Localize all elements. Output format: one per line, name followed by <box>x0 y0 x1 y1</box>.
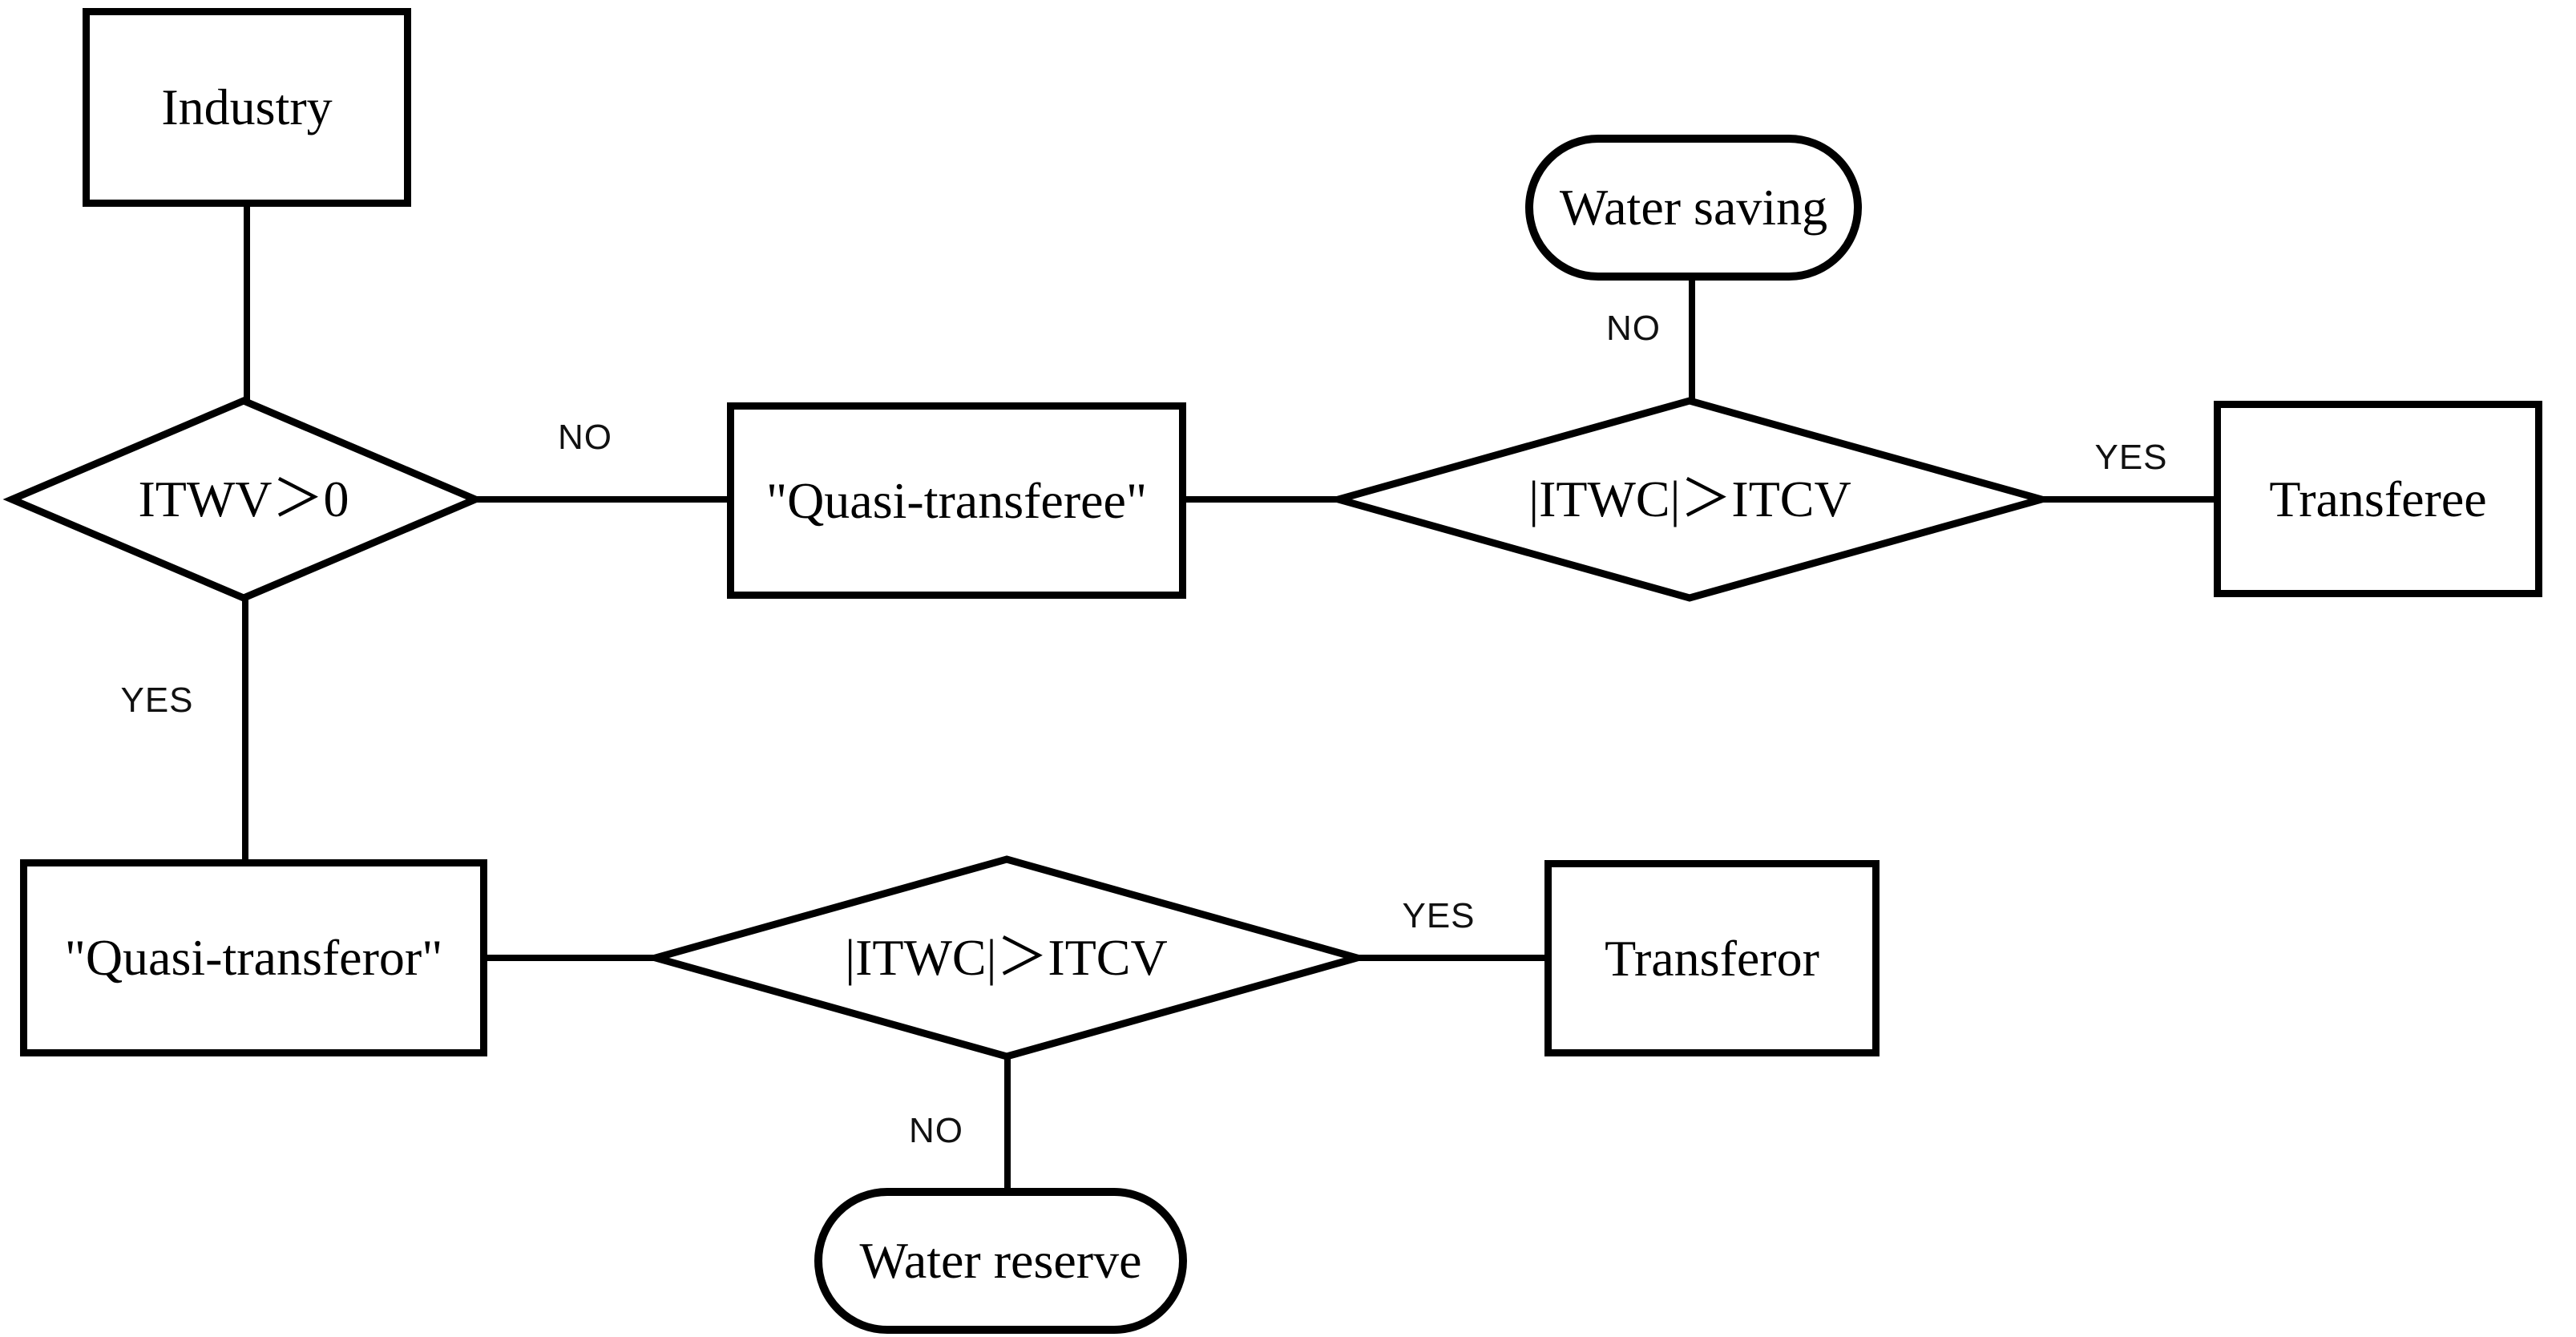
node-itwv-decision: ITWV＞0 <box>12 401 475 598</box>
decision-itwv-diamond <box>2 397 485 602</box>
edge-label-itwc-top-yes: YES <box>2094 438 2168 477</box>
node-transferee-label: Transferee <box>2269 470 2487 527</box>
node-water-reserve: Water reserve <box>814 1188 1187 1334</box>
node-quasi-transferor-label: "Quasi-transferor" <box>64 929 443 986</box>
node-itwc-top-decision: |ITWC|＞ITCV <box>1338 401 2041 598</box>
node-industry-label: Industry <box>161 79 333 135</box>
decision-itwc-top-diamond <box>1325 397 2055 602</box>
edge-label-itwv-no: NO <box>558 418 612 457</box>
edge-label-water-saving-no: NO <box>1606 309 1661 348</box>
node-itwv-label: ITWV＞0 <box>138 471 349 527</box>
node-water-saving-label: Water saving <box>1559 179 1828 236</box>
node-transferor-label: Transferor <box>1605 929 1819 987</box>
decision-itwc-bottom-diamond <box>642 855 1371 1060</box>
edge-label-itwv-yes: YES <box>120 681 194 720</box>
node-water-saving: Water saving <box>1525 135 1862 281</box>
edge-label-itwc-bottom-yes: YES <box>1402 896 1476 935</box>
node-quasi-transferee-label: "Quasi-transferee" <box>765 471 1148 529</box>
node-industry: Industry <box>83 8 411 207</box>
node-water-reserve-label: Water reserve <box>859 1232 1142 1289</box>
node-transferor: Transferor <box>1544 860 1880 1056</box>
node-quasi-transferee: "Quasi-transferee" <box>727 402 1186 599</box>
node-itwc-bottom-label: |ITWC|＞ITCV <box>845 929 1168 986</box>
edge-label-itwc-bottom-no: NO <box>909 1111 963 1150</box>
node-transferee: Transferee <box>2214 401 2542 597</box>
node-itwc-bottom-decision: |ITWC|＞ITCV <box>656 859 1357 1056</box>
node-quasi-transferor: "Quasi-transferor" <box>20 859 487 1056</box>
node-itwc-top-label: |ITWC|＞ITCV <box>1528 471 1851 527</box>
